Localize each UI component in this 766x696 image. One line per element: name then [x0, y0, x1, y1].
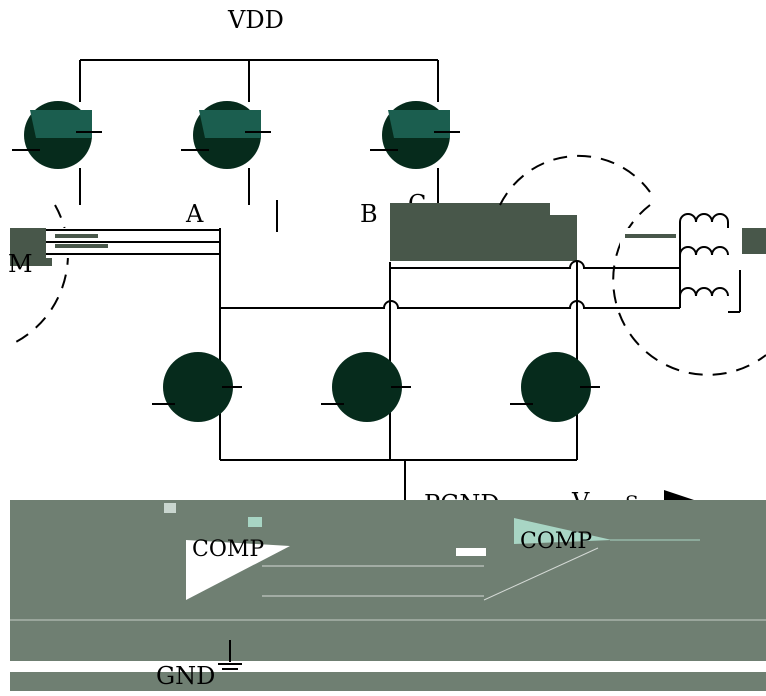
ground-icon: [218, 640, 242, 670]
motor-coils: [620, 213, 766, 313]
motor-dashed-circle-right: [612, 204, 766, 376]
gnd-label: GND: [156, 662, 215, 690]
comparator-right: COMP: [262, 518, 700, 601]
motor-dashed-arc-top: [499, 154, 651, 206]
phase-a-label: A: [185, 200, 204, 228]
comparator-icon: [514, 518, 612, 544]
comparator-left: COMP: [164, 503, 290, 600]
comp-label-right: COMP: [520, 529, 592, 554]
low-side-transistor-a: [152, 352, 242, 422]
control-panel: [10, 500, 766, 662]
transistor-body: [388, 110, 450, 138]
inductor-icon: [679, 287, 729, 297]
high-side-transistor-c: [370, 101, 460, 205]
phase-bus-lines: [46, 229, 220, 255]
mosfet-icon: [332, 352, 402, 422]
arrow-icon: [664, 490, 700, 502]
comparator-icon: [186, 540, 290, 600]
low-side-rail: [220, 459, 577, 500]
motor-label-left: M: [8, 250, 33, 278]
control-panel-footer: [10, 672, 766, 691]
inductor-icon: [679, 213, 729, 223]
low-side-transistor-b: [321, 352, 411, 422]
transistor-body: [30, 110, 92, 138]
high-side-transistor-b: [181, 101, 271, 205]
vdd-rail: [79, 59, 439, 102]
mosfet-icon: [521, 352, 591, 422]
inductor-icon: [679, 246, 729, 256]
comp-label-left: COMP: [192, 537, 264, 562]
phase-b-label: B: [360, 200, 378, 228]
transistor-body: [199, 110, 261, 138]
mosfet-icon: [163, 352, 233, 422]
high-side-transistor-a: [12, 101, 102, 205]
phase-wires: [219, 228, 680, 460]
low-side-transistor-c: [510, 352, 600, 422]
left-dark-block: [10, 228, 52, 266]
phase-c-dark-block: [390, 203, 577, 261]
vdd-label: VDD: [227, 6, 284, 34]
motor-dashed-circle-left: [9, 204, 69, 346]
